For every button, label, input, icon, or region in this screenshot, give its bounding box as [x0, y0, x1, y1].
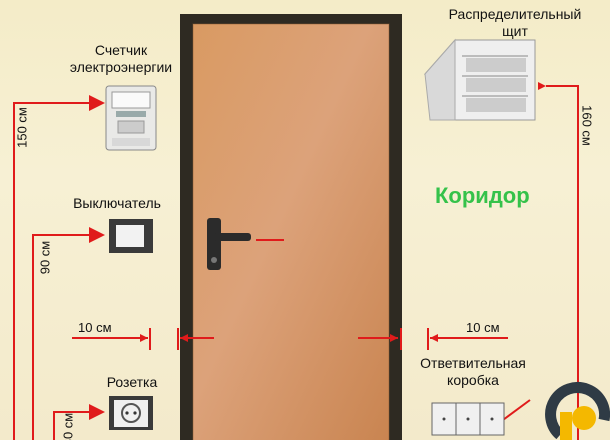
- door-leaf: [193, 24, 389, 440]
- door-handle-icon: [207, 218, 251, 270]
- brand-logo: [545, 382, 610, 440]
- room-label: Коридор: [435, 183, 530, 208]
- panel-label: Распределительный щит: [425, 6, 605, 40]
- junction-label: Ответвительная коробка: [398, 355, 548, 389]
- junction-offset-label: 10 см: [466, 320, 500, 335]
- panel-height-label: 160 см: [579, 105, 595, 146]
- switch-offset-label: 10 см: [78, 320, 112, 335]
- junction-label-line2: коробка: [447, 372, 499, 388]
- electric-meter-icon: [105, 85, 157, 151]
- right-wiring: [502, 82, 579, 440]
- switch-label: Выключатель: [73, 195, 161, 211]
- switch-height-label: 90 см: [37, 240, 53, 275]
- panel-label-line1: Распределительный: [448, 6, 582, 22]
- left-wiring: [13, 95, 105, 440]
- meter-label: Счетчик электроэнергии: [56, 42, 186, 76]
- door: [180, 14, 402, 440]
- distribution-panel-icon: [423, 38, 536, 121]
- meter-height-label: 150 см: [14, 107, 30, 148]
- offset-markers: [72, 328, 508, 350]
- panel-label-line2: щит: [502, 23, 528, 39]
- socket-label: Розетка: [106, 374, 158, 390]
- junction-box-icon: [431, 402, 505, 436]
- light-switch-icon: [109, 219, 153, 253]
- meter-label-line1: Счетчик: [94, 42, 148, 58]
- meter-label-line2: электроэнергии: [69, 59, 173, 75]
- junction-label-line1: Ответвительная: [420, 355, 526, 371]
- socket-height-label: 30 см: [60, 412, 76, 440]
- power-socket-icon: [109, 396, 153, 430]
